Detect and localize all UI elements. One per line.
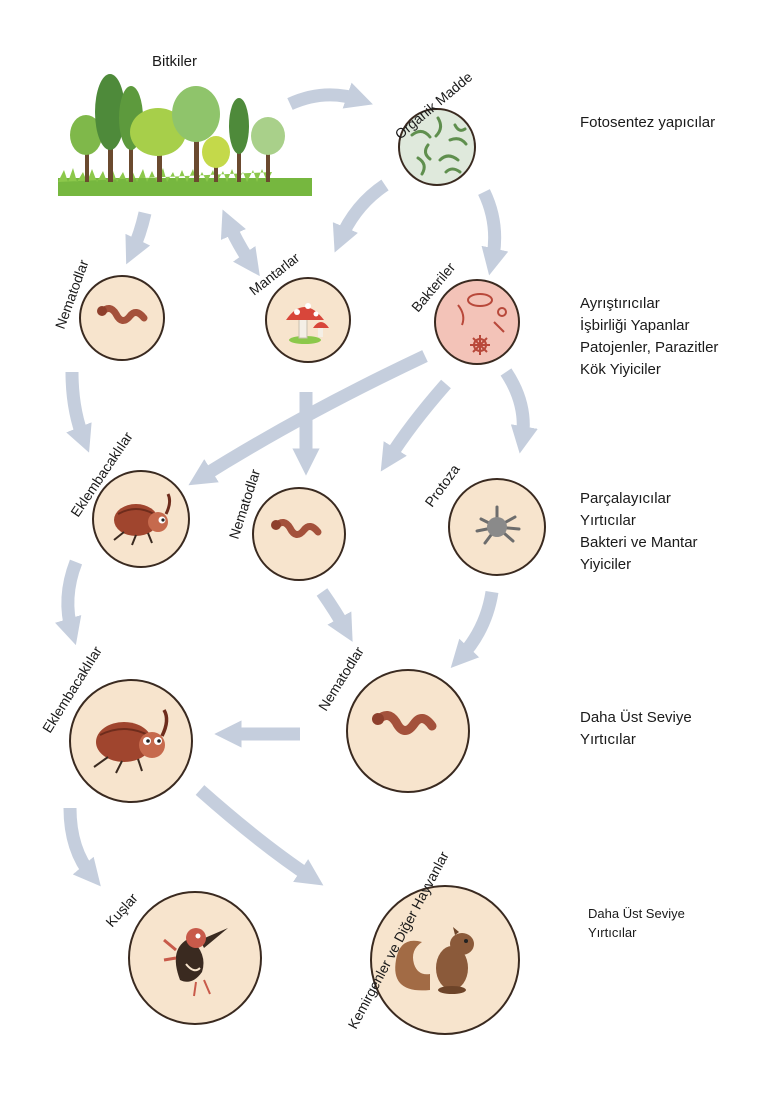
birds-node xyxy=(128,891,262,1025)
level-3-line-2: Yırtıcılar xyxy=(580,512,636,529)
level-4-line-1: Daha Üst Seviye xyxy=(580,709,692,726)
rodents-node xyxy=(370,885,520,1035)
arrows xyxy=(55,82,538,887)
arrow-arthropods2-to-rodents xyxy=(195,785,324,886)
nematodes-node-3 xyxy=(346,669,470,793)
level-4-text: Daha Üst Seviye Yırtıcılar xyxy=(580,707,692,751)
level-5-text: Daha Üst Seviye Yırtıcılar xyxy=(588,904,685,942)
arrow-protoza-to-nematodes3 xyxy=(450,590,499,669)
arthropods-node-2 xyxy=(69,679,193,803)
arrow-nematodes2-to-nematodes3 xyxy=(316,588,353,642)
level-2-line-2: İşbirliği Yapanlar xyxy=(580,317,690,334)
level-5-line-1: Daha Üst Seviye xyxy=(588,906,685,921)
arrow-plants-fungi xyxy=(220,209,260,277)
level-2-line-3: Patojenler, Parazitler xyxy=(580,339,719,356)
arrow-bacteria-to-nematodes2b xyxy=(380,379,451,472)
arrow-plants-to-organic xyxy=(287,82,373,110)
arrow-organic-to-fungi xyxy=(332,179,389,253)
level-3-line-3: Bakteri ve Mantar xyxy=(580,534,698,551)
arrow-organic-to-bacteria xyxy=(478,189,509,276)
fungi-node xyxy=(265,277,351,363)
label-bitkiler: Bitkiler xyxy=(152,53,197,70)
level-3-text: Parçalayıcılar Yırtıcılar Bakteri ve Man… xyxy=(580,488,698,576)
nematodes-node-2 xyxy=(252,487,346,581)
arrow-plants-to-nematodes xyxy=(125,211,152,265)
arrow-arthropods1-to-arthropods2 xyxy=(55,559,83,646)
level-4-line-2: Yırtıcılar xyxy=(580,731,636,748)
level-2-text: Ayrıştırıcılar İşbirliği Yapanlar Patoje… xyxy=(580,293,718,381)
level-3-line-1: Parçalayıcılar xyxy=(580,490,671,507)
organic-matter-node xyxy=(398,108,476,186)
nematodes-node-1 xyxy=(79,275,165,361)
level-1-text: Fotosentez yapıcılar xyxy=(580,112,715,134)
bacteria-node xyxy=(434,279,520,365)
arrow-bacteria-to-protoza xyxy=(500,368,538,454)
level-1-line: Fotosentez yapıcılar xyxy=(580,114,716,131)
protoza-node xyxy=(448,478,546,576)
level-2-line-4: Kök Yiyiciler xyxy=(580,361,661,378)
arrow-nematodes1-to-arthropods xyxy=(65,371,92,453)
level-2-line-1: Ayrıştırıcılar xyxy=(580,295,660,312)
arthropods-node-1 xyxy=(92,470,190,568)
plants-illustration xyxy=(58,74,312,196)
label-kuslar: Kuşlar xyxy=(102,890,141,930)
arrow-arthropods2-to-birds xyxy=(63,807,101,887)
level-3-line-4: Yiyiciler xyxy=(580,556,632,573)
level-5-line-2: Yırtıcılar xyxy=(588,925,637,940)
